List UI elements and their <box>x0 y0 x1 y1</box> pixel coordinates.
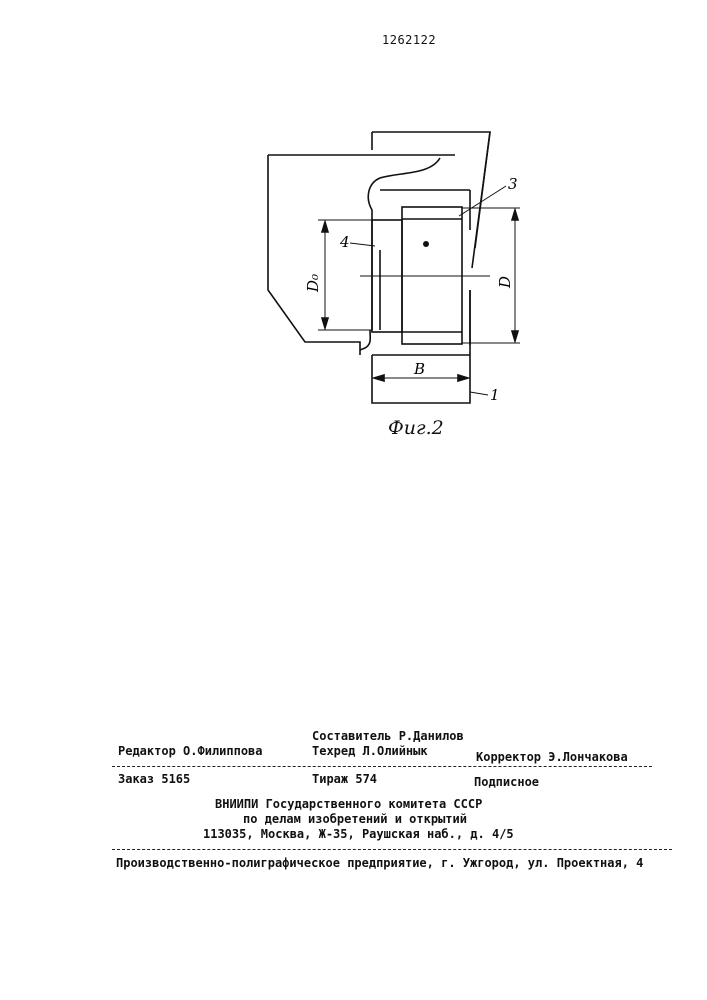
label-dim-d: D <box>496 276 514 289</box>
frame-part-1 <box>372 132 490 268</box>
institute-line-3: 113035, Москва, Ж-35, Раушская наб., д. … <box>203 827 514 841</box>
subscription: Подписное <box>474 775 539 789</box>
circulation: Тираж 574 <box>312 772 377 786</box>
compiler: Составитель Р.Данилов <box>312 729 464 743</box>
printer: Производственно-полиграфическое предприя… <box>116 856 643 870</box>
housing-outline <box>268 155 360 355</box>
imprint-rule-bottom <box>112 849 672 850</box>
corrector: Корректор Э.Лончакова <box>476 750 628 764</box>
imprint-rule-top <box>112 766 652 767</box>
technical-drawing: 3 4 1 D₀ D B <box>0 0 707 460</box>
order-number: Заказ 5165 <box>118 772 190 786</box>
label-part-4: 4 <box>339 233 350 251</box>
techred: Техред Л.Олийнык <box>312 744 428 758</box>
editor: Редактор О.Филиппова <box>118 744 263 758</box>
figure-caption: Фиг.2 <box>388 417 444 439</box>
label-dim-d0: D₀ <box>304 274 322 293</box>
institute-line-1: ВНИИПИ Государственного комитета СССР <box>215 797 482 811</box>
label-dim-b: B <box>413 360 425 378</box>
label-part-3: 3 <box>508 175 518 193</box>
institute-line-2: по делам изобретений и открытий <box>243 812 467 826</box>
label-part-1: 1 <box>490 386 500 404</box>
